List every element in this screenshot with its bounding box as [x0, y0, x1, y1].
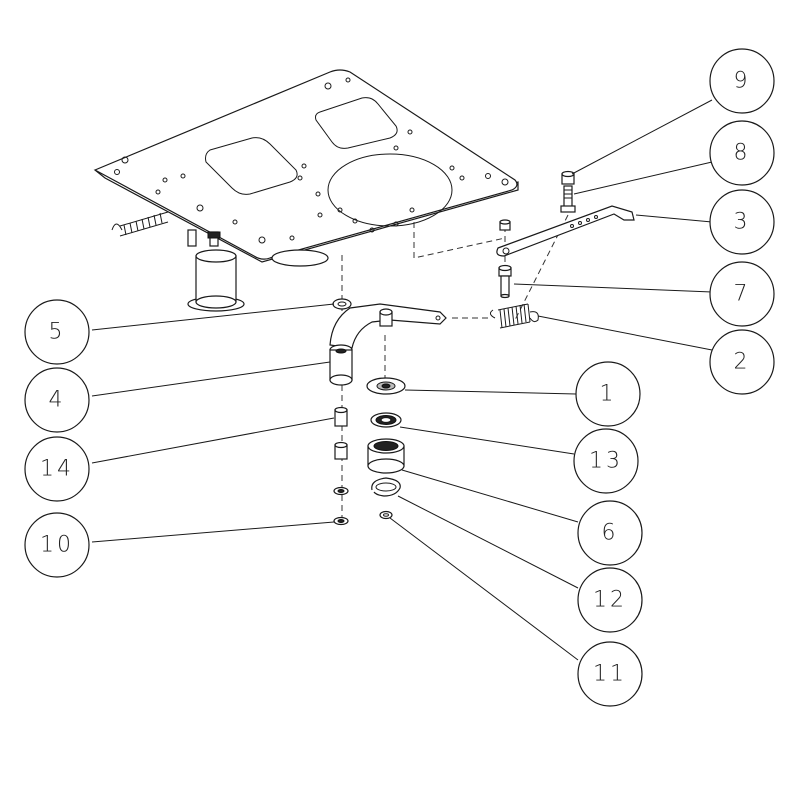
callout-2-label: 2: [734, 350, 751, 375]
plate-bolts: [187, 229, 221, 247]
callout-14: 14: [24, 436, 90, 502]
part-1-washer: [366, 377, 406, 395]
callout-13: 13: [573, 428, 639, 494]
callout-9-label: 9: [734, 69, 751, 94]
part-12-snap-ring: [371, 477, 401, 497]
callout-7-label: 7: [734, 282, 751, 307]
callout-3-label: 3: [734, 210, 751, 235]
spring-left: [111, 211, 169, 237]
callout-8: 8: [709, 120, 775, 186]
callout-4-label: 4: [49, 388, 66, 413]
roller-under-plate: [187, 249, 329, 312]
part-4-lever: [329, 303, 447, 386]
callout-3: 3: [709, 189, 775, 255]
callout-6-label: 6: [602, 521, 619, 546]
base-plate: [93, 69, 519, 263]
callout-11: 11: [577, 641, 643, 707]
callout-13-label: 13: [589, 449, 623, 474]
part-2-spring: [489, 303, 539, 329]
callout-2: 2: [709, 329, 775, 395]
callout-14-label: 14: [40, 457, 74, 482]
callout-6: 6: [577, 500, 643, 566]
nut-near-bar: [499, 219, 511, 231]
part-9-nut: [561, 170, 575, 185]
part-7-bolt: [498, 264, 512, 299]
callout-5: 5: [24, 299, 90, 365]
callout-12: 12: [577, 567, 643, 633]
part-6-pulley: [367, 438, 405, 474]
part-3-link-bar: [496, 205, 635, 257]
part-13-bearing: [370, 412, 402, 428]
part-11-washer: [379, 510, 393, 520]
callout-10: 10: [24, 512, 90, 578]
part-5-washer: [332, 298, 352, 310]
part-8-bolt: [560, 185, 576, 213]
callout-7: 7: [709, 261, 775, 327]
callout-1-label: 1: [600, 382, 617, 407]
callout-10-label: 10: [40, 533, 74, 558]
callout-1: 1: [575, 361, 641, 427]
callout-5-label: 5: [49, 320, 66, 345]
callout-11-label: 11: [593, 662, 627, 687]
part-14-spacers: [334, 406, 348, 460]
leader-lines: [91, 99, 713, 661]
callout-9: 9: [709, 48, 775, 114]
part-10-washer-clip: [333, 486, 349, 526]
callout-4: 4: [24, 367, 90, 433]
callout-8-label: 8: [734, 141, 751, 166]
callout-12-label: 12: [593, 588, 627, 613]
